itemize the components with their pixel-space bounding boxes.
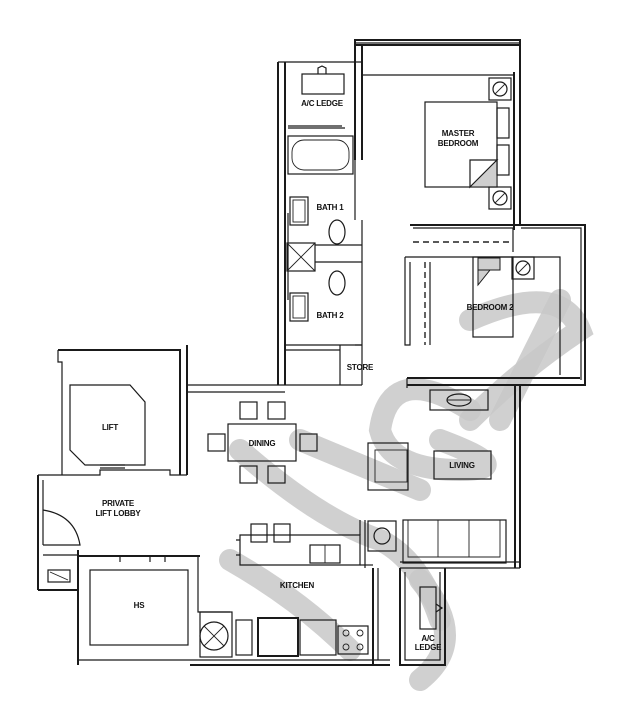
label-bath-2: BATH 2: [316, 311, 344, 320]
fixtures: [42, 65, 535, 658]
label-bath-1: BATH 1: [316, 203, 344, 212]
label-private-lift-lobby-2: LIFT LOBBY: [95, 509, 141, 518]
label-ac-ledge-bottom-2: LEDGE: [415, 643, 442, 652]
label-bedroom-2: BEDROOM 2: [467, 303, 514, 312]
label-master-bedroom-2: BEDROOM: [438, 139, 479, 148]
label-kitchen: KITCHEN: [280, 581, 315, 590]
label-ac-ledge-bottom-1: A/C: [421, 634, 435, 643]
label-hs: HS: [134, 601, 146, 610]
walls: [37, 39, 586, 666]
watermark: [219, 289, 594, 691]
room-labels: A/C LEDGE MASTER BEDROOM BATH 1 BATH 2 B…: [95, 99, 514, 652]
label-ac-ledge-top: A/C LEDGE: [301, 99, 344, 108]
label-living: LIVING: [449, 461, 474, 470]
label-lift: LIFT: [102, 423, 118, 432]
label-private-lift-lobby-1: PRIVATE: [102, 499, 135, 508]
label-master-bedroom-1: MASTER: [442, 129, 475, 138]
label-dining: DINING: [249, 439, 276, 448]
label-store: STORE: [347, 363, 374, 372]
